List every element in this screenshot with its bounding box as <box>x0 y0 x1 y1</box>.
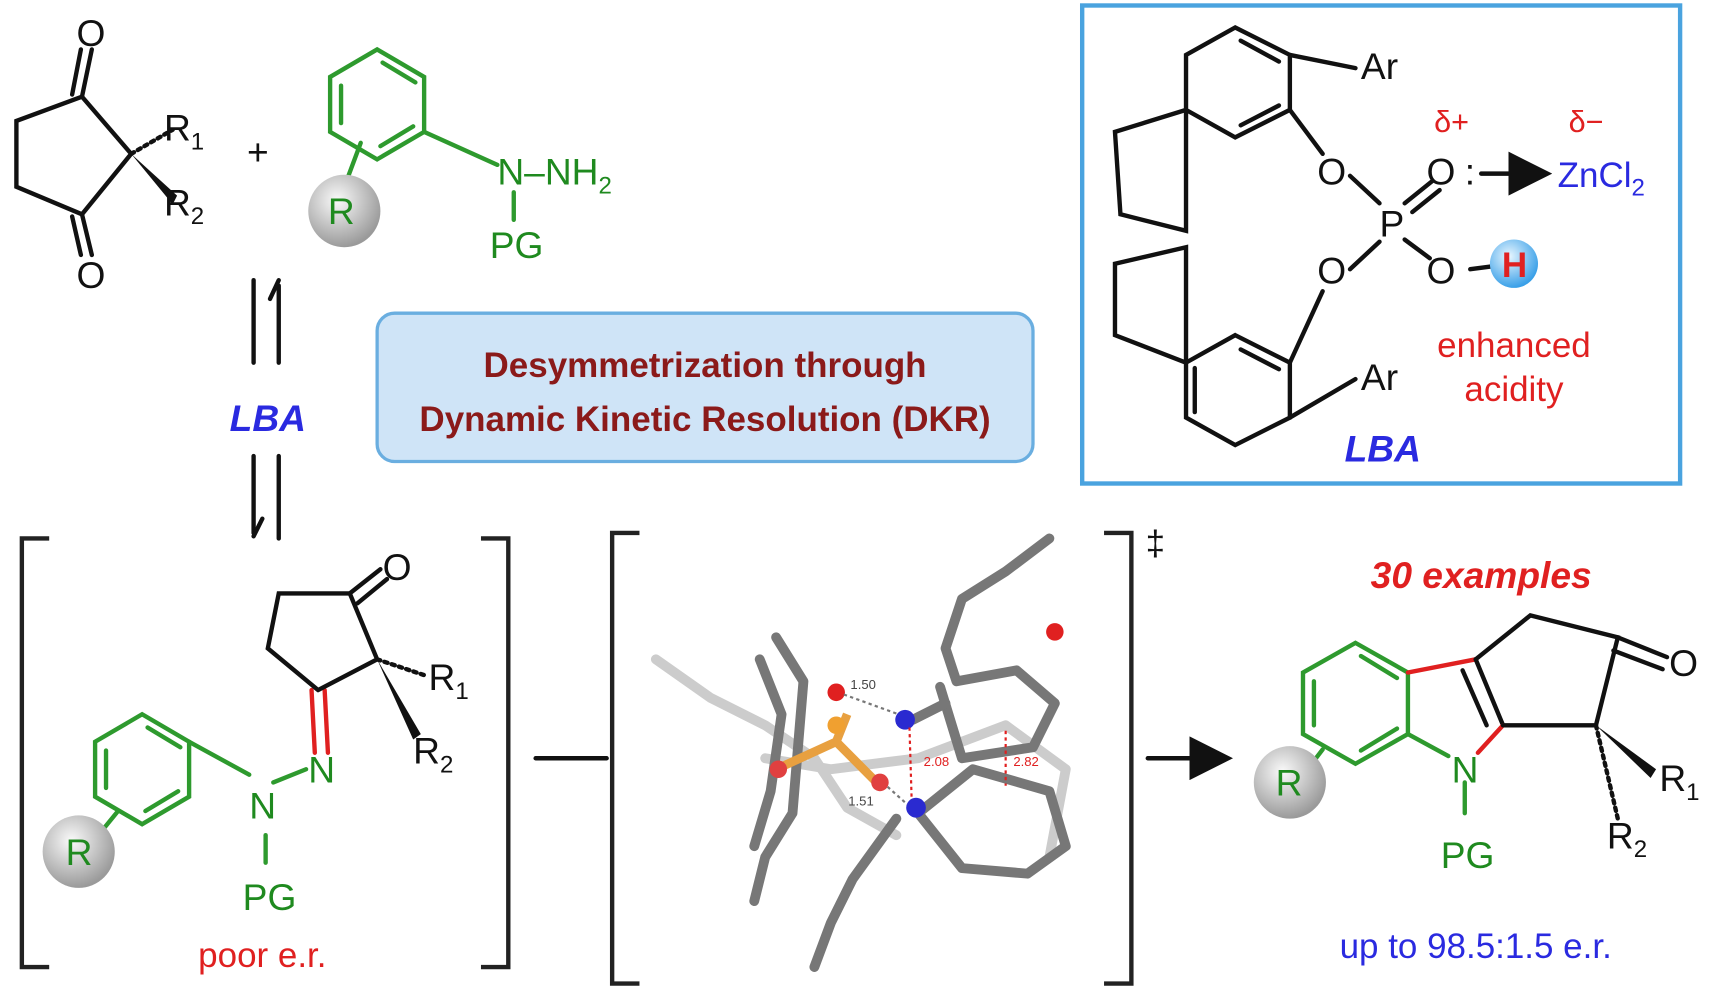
lba-hydrogen: H <box>1502 246 1527 285</box>
acidity-label: acidity <box>1464 370 1564 409</box>
equilibrium-arrows <box>251 278 281 541</box>
product-r2: R2 <box>1607 814 1647 863</box>
lba-oxygen-hydroxyl: O <box>1427 249 1456 291</box>
hydrazine-pg: PG <box>490 224 544 266</box>
hydrazine-nh2: N–NH2 <box>497 151 612 200</box>
bracket-right-2 <box>1104 530 1134 986</box>
r-group-ball <box>308 174 381 248</box>
plus-sign: + <box>247 131 269 173</box>
bracket-left-2 <box>609 530 640 986</box>
lba-oxygen-2: O <box>1317 249 1346 291</box>
dkr-line-1: Desymmetrization through <box>484 346 927 385</box>
lba-lone-pair: : <box>1465 151 1475 193</box>
delta-plus: δ+ <box>1434 104 1469 139</box>
lba-oxygen-double: O <box>1427 151 1456 193</box>
intermediate-oxygen: O <box>383 546 412 588</box>
dkr-line-2: Dynamic Kinetic Resolution (DKR) <box>419 400 990 439</box>
lba-label-left: LBA <box>230 397 306 439</box>
lba-phosphorus: P <box>1380 202 1405 244</box>
hydrazone-intermediate-structure: O R1 R2 N N PG R poor e.r. <box>42 546 469 975</box>
spiro-phosphoric-acid-structure: Ar Ar O O P O : O H δ+ δ− ZnCl2 enhanced… <box>1112 24 1645 470</box>
intermediate-pg: PG <box>243 876 297 918</box>
product-r-group: R <box>1276 762 1303 804</box>
dkr-box <box>375 311 1035 464</box>
product-nitrogen: N <box>1452 748 1479 790</box>
aryl-hydrazine-structure: R N–NH2 PG <box>308 46 612 266</box>
zncl2: ZnCl2 <box>1558 156 1645 202</box>
distance-label-2: 2.08 <box>924 754 950 769</box>
distance-label-1: 1.50 <box>850 677 876 692</box>
product-r1: R1 <box>1659 757 1699 806</box>
er-result: up to 98.5:1.5 e.r. <box>1340 927 1612 966</box>
poor-er-label: poor e.r. <box>198 936 326 975</box>
examples-headline: 30 examples <box>1371 554 1592 596</box>
transition-state-dagger: ‡ <box>1146 524 1165 563</box>
ar-top: Ar <box>1361 45 1398 87</box>
bracket-right-1 <box>480 536 511 970</box>
lba-box-title: LBA <box>1345 427 1421 469</box>
cyclopentanedione-structure: O O R1 R2 <box>14 12 204 296</box>
enhanced-label: enhanced <box>1437 326 1591 365</box>
dione-r1: R1 <box>164 107 204 156</box>
distance-label-3: 2.82 <box>1013 754 1039 769</box>
dione-oxygen-bottom: O <box>77 254 106 296</box>
lba-oxygen-1: O <box>1317 151 1346 193</box>
bracket-left-1 <box>19 536 50 970</box>
dione-oxygen-top: O <box>77 12 106 54</box>
product-oxygen: O <box>1669 642 1698 684</box>
transition-state-3d-model: 1.50 2.08 2.82 1.51 <box>650 533 1071 972</box>
intermediate-r2: R2 <box>413 730 453 779</box>
hydrazine-r-group: R <box>328 190 355 232</box>
dione-r2: R2 <box>164 181 204 230</box>
lba-box <box>1079 3 1683 486</box>
intermediate-r-group: R <box>66 831 93 873</box>
intermediate-n2: N <box>308 748 335 790</box>
delta-minus: δ− <box>1569 104 1604 139</box>
intermediate-n1: N <box>249 785 276 827</box>
product-pg: PG <box>1441 834 1495 876</box>
distance-label-4: 1.51 <box>848 793 874 808</box>
cyclopenta-indole-product-structure: O N PG R R1 R2 <box>1253 612 1700 876</box>
intermediate-r1: R1 <box>429 656 469 705</box>
ar-bottom: Ar <box>1361 356 1398 398</box>
